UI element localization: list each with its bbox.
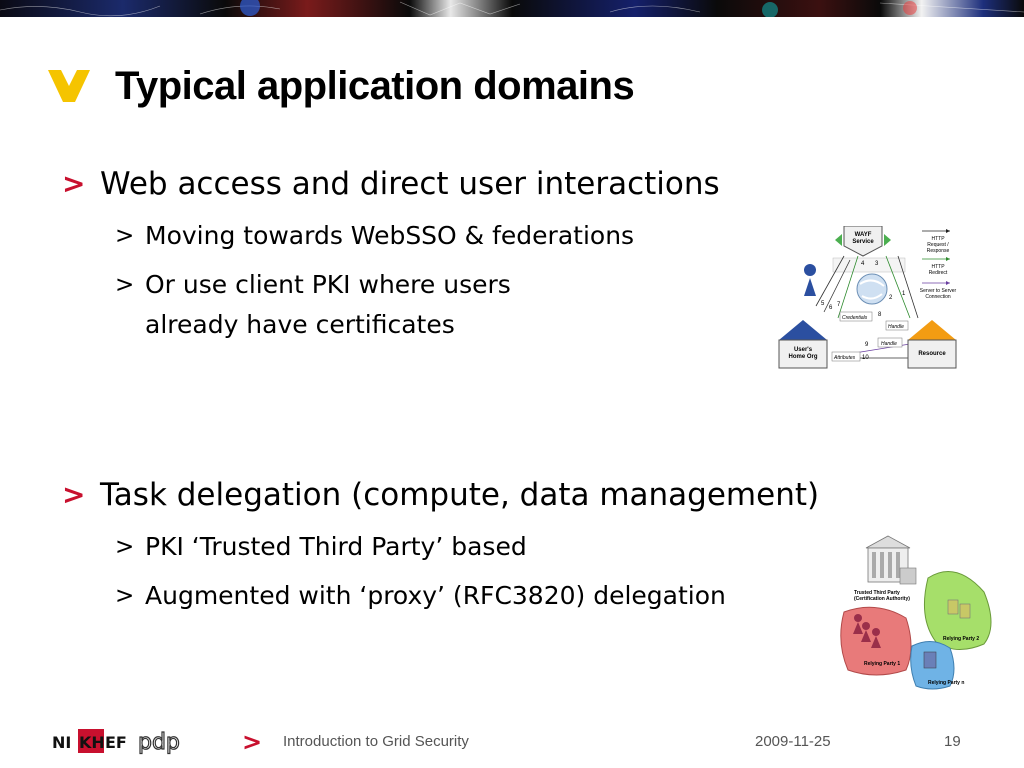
ttp-label-2: (Certification Authority) (854, 596, 910, 602)
step-4: 4 (861, 261, 865, 267)
logo-text-ni: NI (52, 733, 71, 752)
legend-http-req-1: HTTP (931, 236, 945, 242)
sub-bullet-marker: > (115, 534, 135, 560)
sub-bullet-marker: > (115, 583, 135, 609)
sub-bullet-marker: > (115, 223, 135, 249)
rp2-label: Relying Party 2 (943, 636, 979, 642)
attributes-label: Attributes (833, 355, 856, 361)
rp1-label: Relying Party 1 (864, 661, 900, 667)
sub-bullet-websso: Moving towards WebSSO & federations (145, 221, 635, 250)
logo-text-kh: KH (79, 733, 105, 752)
legend-s2s-2: Connection (925, 294, 951, 300)
bullet-arrow-icon: > (62, 478, 86, 511)
step-9: 9 (865, 342, 869, 348)
legend-s2s-1: Server to Server (920, 288, 957, 294)
slide-title: Typical application domains (115, 64, 635, 108)
home-org-label-2: Home Org (788, 354, 817, 360)
legend-http-req-2: Request / (927, 242, 949, 248)
step-1: 1 (902, 291, 906, 297)
sub-bullet-marker: > (115, 272, 135, 298)
handle-label-2: Handle (881, 341, 897, 347)
chevron-down-logo-icon (48, 70, 90, 106)
sub-bullet-client-pki: Or use client PKI where users (145, 270, 511, 299)
header-banner-image (0, 0, 1024, 17)
legend-http-redirect-1: HTTP (931, 264, 945, 270)
handle-label-1: Handle (888, 324, 904, 330)
step-8: 8 (878, 312, 882, 318)
step-2: 2 (889, 295, 893, 301)
footer-talk-title: Introduction to Grid Security (283, 733, 469, 750)
footer-date: 2009-11-25 (755, 733, 831, 750)
home-org-label: User's (794, 347, 813, 353)
bullet-heading-web-access: Web access and direct user interactions (100, 166, 720, 202)
sub-bullet-proxy: Augmented with ‘proxy’ (RFC3820) delegat… (145, 581, 726, 610)
bullet-arrow-icon: > (62, 167, 86, 200)
resource-label: Resource (918, 351, 946, 357)
step-5: 5 (821, 301, 825, 307)
wayf-label-2: Service (852, 239, 874, 245)
step-7: 7 (837, 302, 841, 308)
step-3: 3 (875, 261, 879, 267)
bullet-heading-task-delegation: Task delegation (compute, data managemen… (100, 477, 820, 513)
logo-text-pdp: pdp (138, 730, 180, 755)
step-6: 6 (829, 305, 833, 311)
sub-bullet-client-pki-cont: already have certificates (145, 310, 455, 339)
nikhef-pdp-logo: NI KH EF pdp (52, 729, 188, 759)
rpn-label: Relying Party n (928, 680, 964, 686)
logo-text-ef: EF (105, 733, 127, 752)
credentials-label: Credentials (842, 315, 868, 321)
footer-page-number: 19 (944, 733, 961, 750)
wayf-label: WAYF (855, 232, 872, 238)
step-10: 10 (862, 355, 869, 361)
sub-bullet-ttp: PKI ‘Trusted Third Party’ based (145, 532, 527, 561)
ttp-label: Trusted Third Party (854, 590, 900, 596)
footer-arrow-icon: > (242, 728, 263, 756)
trust-diagram: Trusted Third Party (Certification Autho… (836, 530, 996, 696)
federation-diagram: WAYF Service 4 3 5 6 7 1 2 8 (778, 225, 962, 376)
legend-http-redirect-2: Redirect (929, 270, 948, 276)
legend-http-req-3: Response (927, 248, 950, 254)
